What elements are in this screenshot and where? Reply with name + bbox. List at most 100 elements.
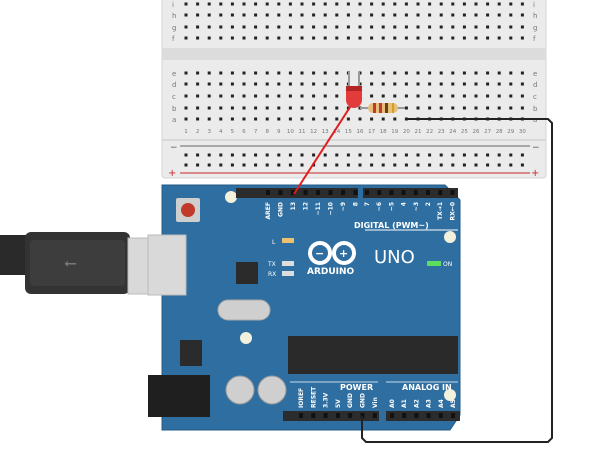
breadboard-hole[interactable] — [312, 106, 316, 110]
breadboard-hole[interactable] — [381, 153, 385, 157]
breadboard-hole[interactable] — [254, 82, 258, 86]
breadboard-hole[interactable] — [462, 82, 466, 86]
breadboard-hole[interactable] — [393, 153, 397, 157]
header-pin[interactable] — [413, 190, 418, 195]
breadboard-hole[interactable] — [242, 106, 246, 110]
breadboard-hole[interactable] — [219, 117, 223, 121]
breadboard-hole[interactable] — [497, 36, 501, 40]
breadboard-hole[interactable] — [288, 13, 292, 17]
breadboard-hole[interactable] — [393, 163, 397, 167]
header-pin[interactable] — [360, 413, 365, 418]
breadboard-hole[interactable] — [207, 153, 211, 157]
breadboard-hole[interactable] — [439, 106, 443, 110]
breadboard-hole[interactable] — [497, 25, 501, 29]
breadboard-hole[interactable] — [300, 2, 304, 6]
breadboard-hole[interactable] — [439, 163, 443, 167]
breadboard-hole[interactable] — [474, 36, 478, 40]
breadboard-hole[interactable] — [196, 117, 200, 121]
breadboard-hole[interactable] — [346, 36, 350, 40]
breadboard-hole[interactable] — [370, 36, 374, 40]
breadboard-hole[interactable] — [254, 117, 258, 121]
breadboard-hole[interactable] — [404, 82, 408, 86]
header-pin[interactable] — [348, 413, 353, 418]
header-pin[interactable] — [323, 413, 328, 418]
header-pin[interactable] — [438, 190, 443, 195]
breadboard-hole[interactable] — [288, 71, 292, 75]
breadboard-hole[interactable] — [428, 25, 432, 29]
breadboard-hole[interactable] — [428, 153, 432, 157]
breadboard-hole[interactable] — [370, 117, 374, 121]
breadboard-hole[interactable] — [393, 82, 397, 86]
header-pin[interactable] — [389, 190, 394, 195]
breadboard-hole[interactable] — [358, 36, 362, 40]
breadboard-hole[interactable] — [474, 13, 478, 17]
breadboard-hole[interactable] — [300, 82, 304, 86]
breadboard-hole[interactable] — [230, 71, 234, 75]
breadboard-hole[interactable] — [462, 153, 466, 157]
breadboard-hole[interactable] — [184, 36, 188, 40]
breadboard-hole[interactable] — [404, 163, 408, 167]
breadboard-hole[interactable] — [254, 153, 258, 157]
breadboard-hole[interactable] — [288, 36, 292, 40]
breadboard-hole[interactable] — [520, 13, 524, 17]
header-pin[interactable] — [372, 413, 377, 418]
breadboard-hole[interactable] — [288, 25, 292, 29]
breadboard-hole[interactable] — [242, 117, 246, 121]
breadboard-hole[interactable] — [207, 163, 211, 167]
breadboard-hole[interactable] — [439, 82, 443, 86]
breadboard-hole[interactable] — [312, 117, 316, 121]
breadboard-hole[interactable] — [416, 36, 420, 40]
breadboard-hole[interactable] — [277, 36, 281, 40]
breadboard-hole[interactable] — [288, 2, 292, 6]
breadboard-hole[interactable] — [520, 2, 524, 6]
breadboard-hole[interactable] — [358, 25, 362, 29]
breadboard-hole[interactable] — [230, 106, 234, 110]
breadboard-hole[interactable] — [462, 106, 466, 110]
breadboard-hole[interactable] — [219, 71, 223, 75]
header-pin[interactable] — [450, 190, 455, 195]
breadboard-hole[interactable] — [207, 71, 211, 75]
breadboard-hole[interactable] — [288, 82, 292, 86]
breadboard-hole[interactable] — [230, 82, 234, 86]
breadboard-hole[interactable] — [184, 94, 188, 98]
header-pin[interactable] — [390, 413, 394, 418]
breadboard-hole[interactable] — [381, 71, 385, 75]
breadboard-hole[interactable] — [462, 163, 466, 167]
breadboard-hole[interactable] — [196, 71, 200, 75]
breadboard-hole[interactable] — [346, 163, 350, 167]
breadboard-hole[interactable] — [196, 106, 200, 110]
breadboard-hole[interactable] — [428, 36, 432, 40]
breadboard-hole[interactable] — [265, 36, 269, 40]
breadboard-hole[interactable] — [381, 25, 385, 29]
breadboard-hole[interactable] — [428, 163, 432, 167]
breadboard-hole[interactable] — [219, 2, 223, 6]
breadboard-hole[interactable] — [265, 153, 269, 157]
breadboard-hole[interactable] — [439, 153, 443, 157]
breadboard-hole[interactable] — [451, 71, 455, 75]
breadboard-hole[interactable] — [219, 106, 223, 110]
breadboard-hole[interactable] — [451, 106, 455, 110]
breadboard-hole[interactable] — [207, 25, 211, 29]
breadboard-hole[interactable] — [520, 106, 524, 110]
breadboard-hole[interactable] — [277, 153, 281, 157]
breadboard-hole[interactable] — [219, 163, 223, 167]
breadboard-hole[interactable] — [184, 25, 188, 29]
breadboard-hole[interactable] — [474, 106, 478, 110]
header-pin[interactable] — [303, 190, 308, 195]
breadboard-hole[interactable] — [219, 82, 223, 86]
breadboard-hole[interactable] — [370, 13, 374, 17]
breadboard-hole[interactable] — [196, 25, 200, 29]
breadboard-hole[interactable] — [230, 13, 234, 17]
breadboard-hole[interactable] — [207, 82, 211, 86]
breadboard-hole[interactable] — [509, 25, 513, 29]
breadboard-hole[interactable] — [207, 106, 211, 110]
red-led[interactable] — [346, 72, 362, 108]
breadboard-hole[interactable] — [393, 13, 397, 17]
breadboard-hole[interactable] — [230, 153, 234, 157]
breadboard-hole[interactable] — [335, 94, 339, 98]
breadboard-hole[interactable] — [497, 2, 501, 6]
breadboard-hole[interactable] — [277, 163, 281, 167]
breadboard-hole[interactable] — [242, 36, 246, 40]
breadboard-hole[interactable] — [277, 94, 281, 98]
breadboard-hole[interactable] — [323, 13, 327, 17]
